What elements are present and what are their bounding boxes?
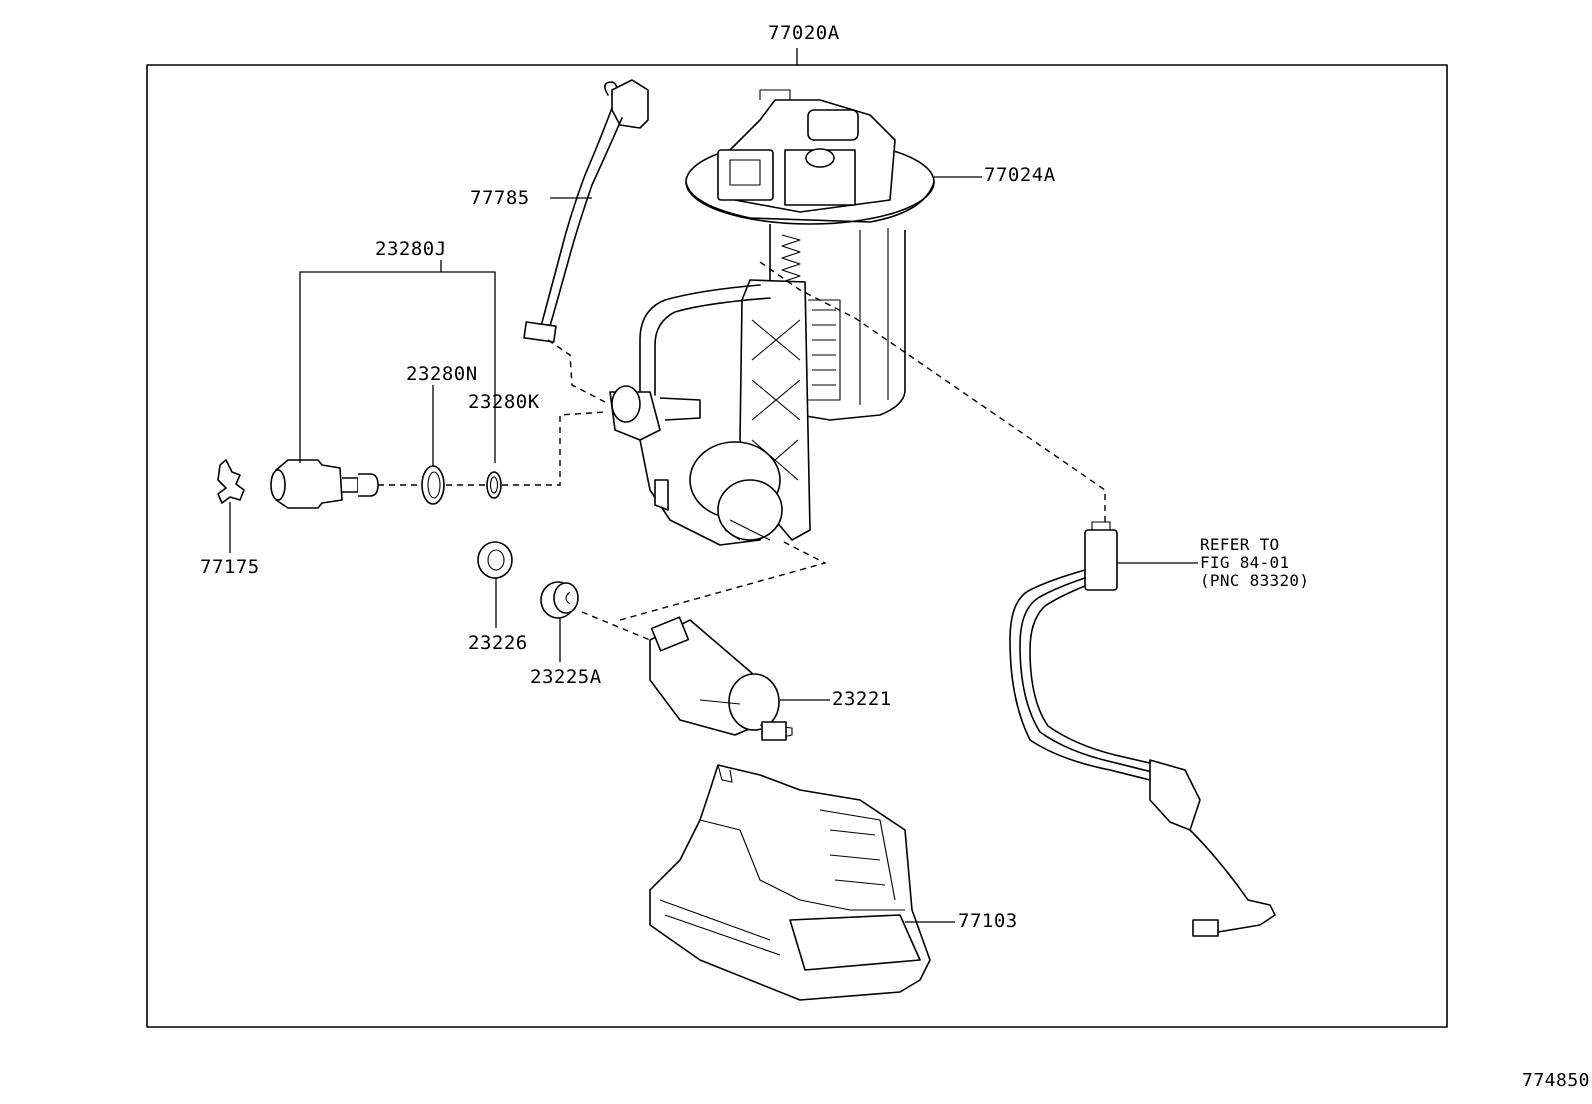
- part-label-23280N: 23280N: [406, 363, 478, 385]
- part-label-77785: 77785: [470, 187, 530, 209]
- ring-23226-drawing: [477, 541, 513, 579]
- part-label-77103: 77103: [958, 910, 1018, 932]
- reference-note: REFER TO FIG 84-01 (PNC 83320): [1200, 536, 1309, 590]
- sender-wire-drawing: [523, 79, 649, 343]
- fuel-pump-23221-drawing: [649, 616, 793, 741]
- assembly-label: 77020A: [768, 22, 840, 44]
- connector-23280J-drawing: [270, 459, 379, 509]
- o-ring-23280K-drawing: [486, 471, 502, 499]
- assembly-line-filter: [378, 411, 606, 486]
- part-label-77175: 77175: [200, 556, 260, 578]
- figure-id: 774850: [1522, 1070, 1591, 1091]
- part-label-77024A: 77024A: [984, 164, 1056, 186]
- part-label-23225A: 23225A: [530, 666, 602, 688]
- assembly-line-harness: [759, 261, 1106, 522]
- filter-housing-drawing: [609, 385, 783, 546]
- assembly-line-wire: [547, 339, 606, 403]
- reference-note-line3: (PNC 83320): [1200, 571, 1310, 590]
- fuel-pump-module-drawing: [639, 89, 935, 541]
- leader-23280-bracket: [299, 271, 496, 463]
- part-label-23280J: 23280J: [375, 238, 447, 260]
- bracket-77103-drawing: [649, 764, 931, 1001]
- part-label-23280K: 23280K: [468, 391, 540, 413]
- part-label-23226: 23226: [468, 632, 528, 654]
- cushion-23225A-drawing: [540, 581, 579, 619]
- reference-note-line2: FIG 84-01: [1200, 553, 1290, 572]
- assembly-line-pump: [581, 539, 827, 641]
- wire-harness-drawing: [1009, 521, 1276, 937]
- clip-77175-drawing: [217, 459, 245, 504]
- reference-note-line1: REFER TO: [1200, 535, 1280, 554]
- part-label-23221: 23221: [832, 688, 892, 710]
